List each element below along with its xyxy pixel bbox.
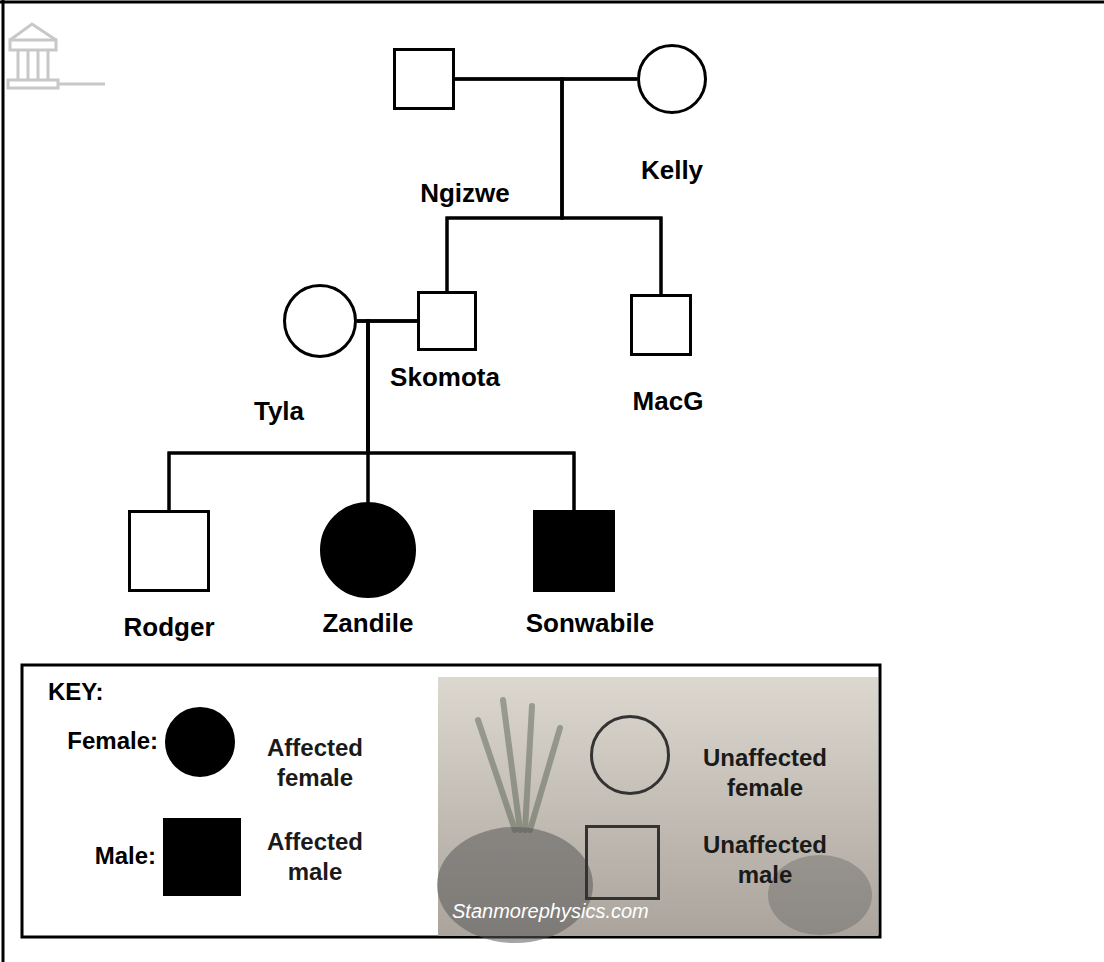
legend-text: Affected female — [250, 733, 380, 793]
legend-text: Unaffected male — [683, 830, 848, 890]
pedigree-shape — [128, 510, 210, 592]
key-photo — [437, 677, 878, 943]
male-symbol: Sonwabile — [533, 510, 615, 592]
logo-beam — [10, 40, 56, 50]
female-symbol: Zandile — [320, 502, 416, 598]
descent-line — [562, 79, 661, 294]
person-name: Kelly — [641, 155, 703, 186]
logo-column — [47, 50, 50, 80]
male-symbol: Rodger — [128, 510, 210, 592]
shape-outline — [165, 820, 240, 895]
photo-leaf — [530, 728, 560, 830]
pedigree-shape — [630, 294, 692, 356]
female-symbol: Kelly — [637, 44, 707, 114]
logo-rule — [58, 83, 105, 86]
logo-column — [27, 50, 30, 80]
shape-outline — [322, 504, 415, 597]
photo-pot — [437, 827, 593, 943]
female-symbol: Tyla — [283, 284, 357, 358]
shape-outline — [167, 709, 234, 776]
pedigree-shape — [393, 48, 455, 110]
pedigree-shape — [533, 510, 615, 592]
pedigree-shape — [283, 284, 357, 358]
shape-outline — [285, 286, 356, 357]
key-heading: KEY: — [48, 678, 104, 706]
person-name: Tyla — [254, 396, 304, 427]
shape-outline — [419, 293, 476, 350]
shape-outline — [639, 46, 706, 113]
male-symbol: MacG — [630, 294, 692, 356]
person-name: Rodger — [124, 612, 215, 643]
pedigree-shape — [417, 291, 477, 351]
shape-outline — [587, 827, 659, 899]
person-name: Sonwabile — [526, 608, 655, 639]
legend-swatch — [585, 825, 660, 900]
frame-top — [0, 1, 1104, 4]
photo-plant — [478, 700, 560, 830]
pedigree-shape — [637, 44, 707, 114]
legend-row-heading: Male: — [28, 842, 156, 870]
pedigree-shape — [320, 502, 416, 598]
shape-outline — [535, 512, 614, 591]
photo-leaf — [503, 700, 520, 830]
shape-outline — [592, 717, 669, 794]
person-name: Skomota — [390, 362, 500, 393]
person-name: MacG — [633, 386, 704, 417]
male-symbol: Skomota — [417, 291, 477, 351]
male-symbol: Ngizwe — [393, 48, 455, 110]
legend-swatch — [590, 715, 670, 795]
legend-swatch — [163, 818, 241, 896]
frame-left — [2, 0, 5, 962]
person-name: Zandile — [322, 608, 413, 639]
watermark: Stanmorephysics.com — [452, 900, 649, 923]
logo-icon — [8, 24, 105, 88]
shape-outline — [395, 50, 454, 109]
logo-base — [8, 80, 58, 88]
legend-text: Affected male — [250, 827, 380, 887]
descent-line — [368, 321, 417, 502]
legend-text: Unaffected female — [683, 743, 848, 803]
descent-line — [357, 321, 368, 502]
person-name: Ngizwe — [420, 178, 510, 209]
photo-leaf — [525, 706, 532, 830]
legend-swatch — [165, 707, 235, 777]
logo-column — [17, 50, 20, 80]
logo-roof — [10, 24, 56, 40]
logo-column — [37, 50, 40, 80]
shape-outline — [632, 296, 691, 355]
legend-row-heading: Female: — [28, 727, 158, 755]
shape-outline — [130, 512, 209, 591]
descent-line — [169, 321, 417, 510]
